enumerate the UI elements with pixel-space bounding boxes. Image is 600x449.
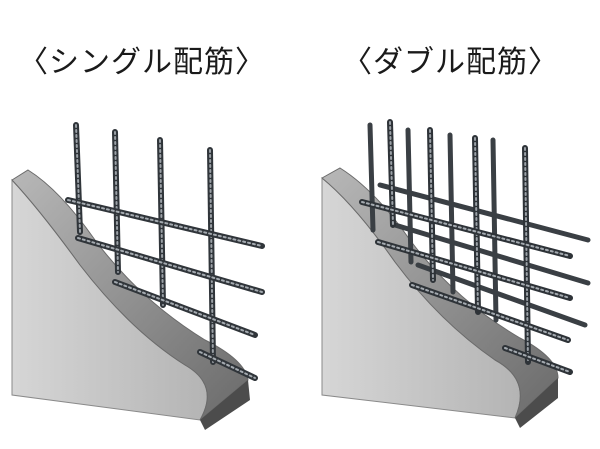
vertical-rebar (367, 122, 376, 233)
double-reinforcement-illustration (321, 119, 591, 428)
concrete-wall-edge (515, 378, 558, 428)
horizontal-rebars (65, 197, 265, 381)
single-reinforcement-panel: 〈シングル配筋〉 (11, 45, 266, 430)
single-reinforcement-title: 〈シングル配筋〉 (18, 45, 266, 80)
vertical-rebar (405, 127, 414, 265)
vertical-rebar (447, 132, 456, 295)
vertical-rebar (490, 137, 499, 323)
back-vertical-rebars (367, 122, 499, 323)
double-reinforcement-title: 〈ダブル配筋〉 (342, 45, 559, 80)
concrete-wall-edge (200, 380, 250, 430)
horizontal-rebar (377, 182, 591, 243)
double-reinforcement-panel: 〈ダブル配筋〉 (300, 0, 600, 449)
horizontal-rebar (392, 222, 591, 286)
single-reinforcement-illustration (11, 122, 265, 430)
front-horizontal-rebars (359, 199, 573, 375)
horizontal-rebar (415, 262, 588, 328)
back-horizontal-rebars (377, 182, 591, 328)
